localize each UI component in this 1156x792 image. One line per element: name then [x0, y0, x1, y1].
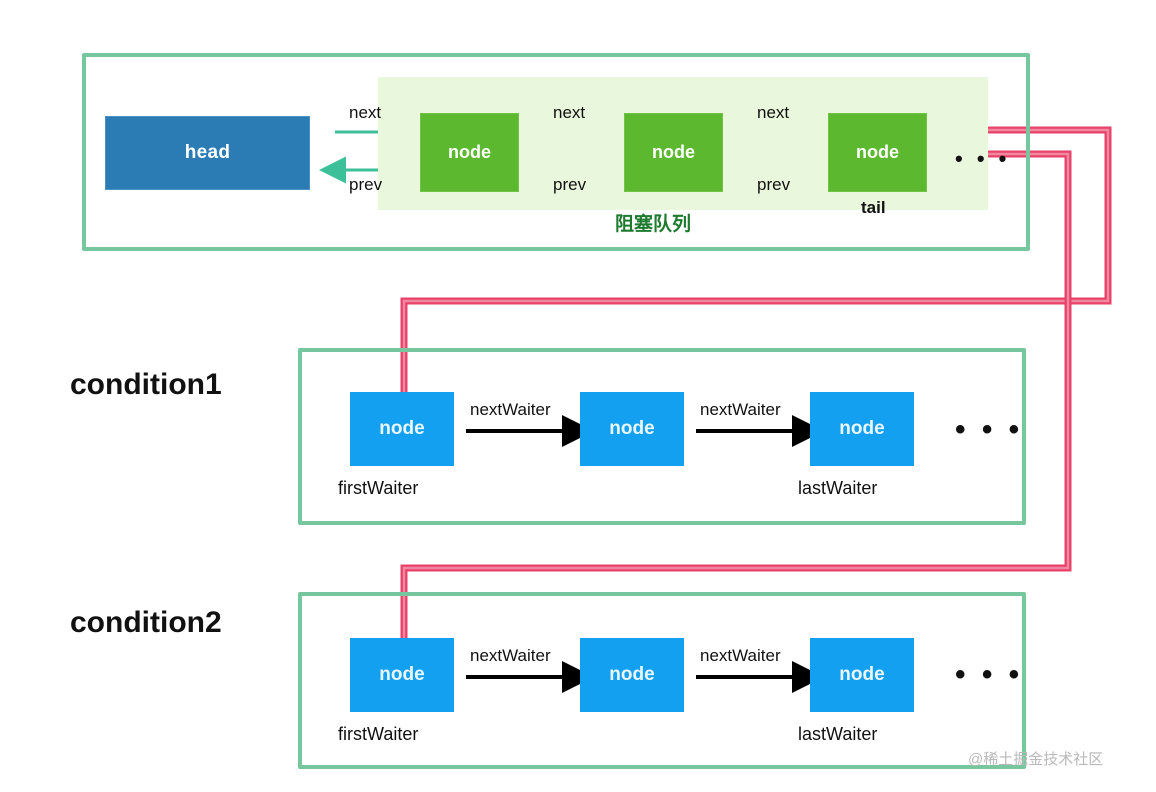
queue-node-1[interactable]: node	[420, 113, 519, 192]
condition1-firstwaiter-caption: firstWaiter	[338, 478, 419, 498]
condition2-node-middle[interactable]: node	[580, 638, 684, 712]
condition2-lastwaiter-caption: lastWaiter	[798, 724, 878, 744]
condition1-ellipsis-icon: • • •	[955, 413, 1024, 446]
queue-next-label-3: next	[757, 103, 790, 122]
condition2-node-last[interactable]: node	[810, 638, 914, 712]
condition2-nextwaiter-label-2: nextWaiter	[700, 646, 781, 665]
condition2-firstwaiter-caption: firstWaiter	[338, 724, 419, 744]
queue-container	[82, 53, 1030, 251]
queue-node-3-tail[interactable]: node	[828, 113, 927, 192]
queue-next-label-2: next	[553, 103, 586, 122]
condition1-node-middle[interactable]: node	[580, 392, 684, 466]
condition1-node-last[interactable]: node	[810, 392, 914, 466]
condition2-node-first[interactable]: node	[350, 638, 454, 712]
condition2-container	[298, 592, 1026, 769]
blocking-queue-label: 阻塞队列	[615, 214, 692, 235]
condition1-node-first[interactable]: node	[350, 392, 454, 466]
condition1-nextwaiter-label-2: nextWaiter	[700, 400, 781, 419]
condition1-title: condition1	[70, 368, 222, 401]
condition1-container	[298, 348, 1026, 525]
condition1-lastwaiter-caption: lastWaiter	[798, 478, 878, 498]
tail-caption: tail	[861, 198, 886, 217]
head-box[interactable]: head	[105, 116, 310, 190]
condition2-nextwaiter-label-1: nextWaiter	[470, 646, 551, 665]
queue-next-label-1: next	[349, 103, 382, 122]
queue-ellipsis-icon: • • •	[955, 146, 1011, 171]
queue-prev-label-1: prev	[349, 175, 383, 194]
watermark: @稀土掘金技术社区	[968, 751, 1104, 768]
queue-node-2[interactable]: node	[624, 113, 723, 192]
condition2-title: condition2	[70, 606, 222, 639]
condition1-nextwaiter-label-1: nextWaiter	[470, 400, 551, 419]
queue-prev-label-2: prev	[553, 175, 587, 194]
queue-prev-label-3: prev	[757, 175, 791, 194]
condition2-ellipsis-icon: • • •	[955, 658, 1024, 691]
